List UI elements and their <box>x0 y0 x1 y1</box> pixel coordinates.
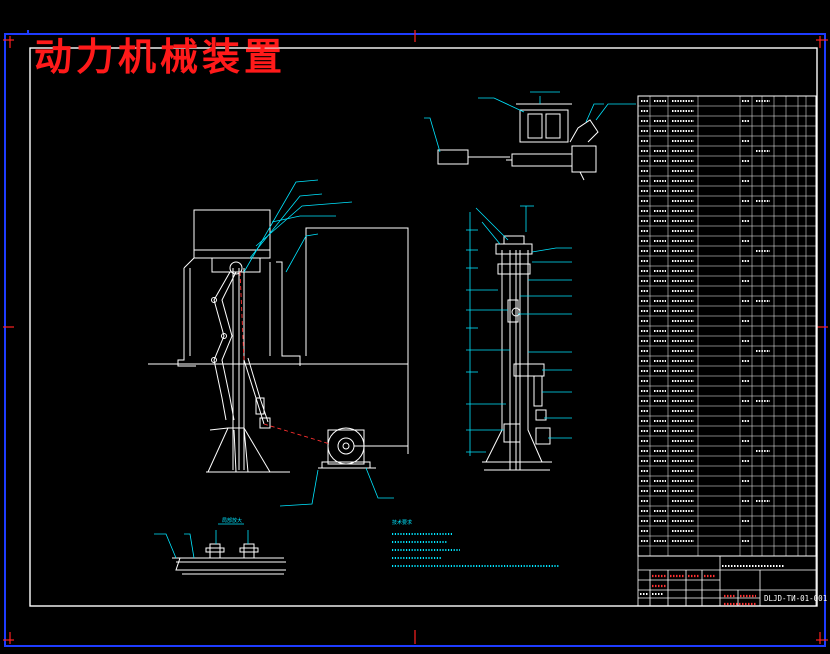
detail-view-leaders <box>154 523 249 559</box>
title-block-red-marks <box>652 574 756 606</box>
side-view-dimensions <box>466 205 572 456</box>
side-view <box>482 235 552 471</box>
tech-requirements-title: 技术要求 <box>392 519 412 526</box>
detail-label: 局部放大 <box>222 517 242 524</box>
frame-ticks <box>29 47 818 607</box>
title-block-white-text-marks <box>640 565 784 595</box>
drawing-title: 动力机械装置 <box>34 34 287 79</box>
drawing-border <box>4 30 826 647</box>
belt-lines <box>239 271 331 445</box>
main-assembly-front-view <box>148 209 409 473</box>
parts-list-table <box>637 95 817 557</box>
drawing-number: DLJD-ТИ-01-001 <box>764 594 828 603</box>
leader-lines-left <box>243 179 394 507</box>
inner-frame <box>29 47 818 607</box>
detail-view <box>172 543 286 575</box>
title-block <box>637 555 817 607</box>
tech-requirements-lines <box>392 533 560 567</box>
top-sub-view <box>437 103 599 181</box>
center-marks <box>3 30 828 644</box>
leader-lines-top <box>424 91 636 153</box>
